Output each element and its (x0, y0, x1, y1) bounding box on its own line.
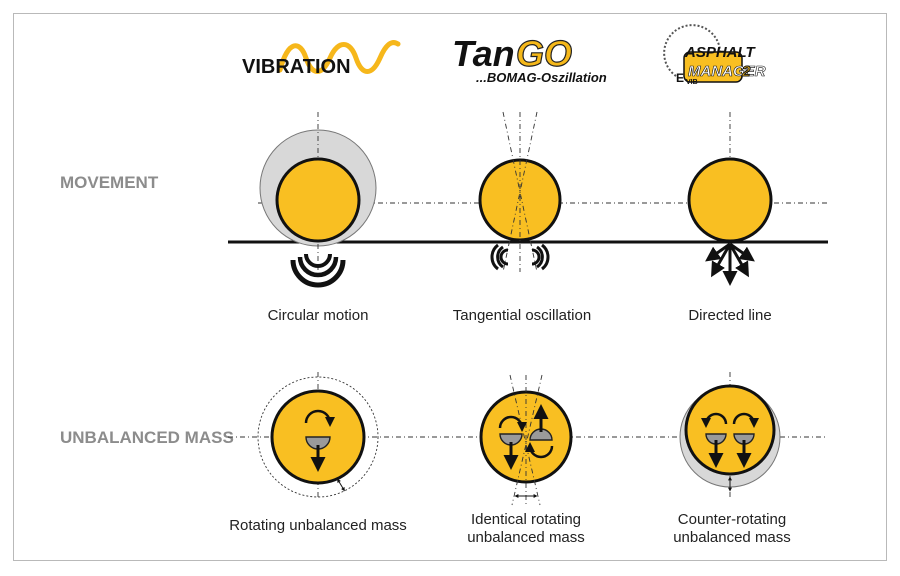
caption-counter-line1: Counter-rotating (678, 511, 786, 528)
identical-mass-group (479, 374, 573, 506)
tango-oscillation-axis-b (502, 111, 538, 273)
asphalt-manager-logo: ASPHALT MANAGER 2 E VIB (663, 24, 766, 86)
rotating-mass-orbit (257, 376, 379, 498)
vibration-drum (275, 157, 361, 243)
tango-logo: Tan GO ...BOMAG-Oszillation (452, 32, 607, 85)
vibration-logo-text: VIBRATION (242, 56, 351, 78)
counter-mass-group (679, 372, 781, 500)
row-label-unbalanced-mass: UNBALANCED MASS (60, 428, 234, 447)
identical-axis-b (511, 374, 543, 506)
tango-waves-icon (490, 243, 550, 271)
caption-tangential-oscillation: Tangential oscillation (453, 307, 591, 324)
row-label-movement: MOVEMENT (60, 173, 159, 192)
rotation-arrow-icon-right (525, 442, 554, 459)
asphalt-manager-vib: VIB (686, 79, 698, 86)
asphalt-manager-text-1: ASPHALT (684, 44, 757, 61)
asphalt-manager-number: 2 (741, 63, 751, 80)
rotation-arrow-icon-left (498, 415, 527, 432)
tango-logo-subtitle: ...BOMAG-Oszillation (476, 70, 607, 85)
diagram-frame (13, 13, 887, 561)
gap-marker-icon (337, 478, 345, 492)
am-drum (687, 157, 773, 243)
vibration-wave-icon (277, 40, 401, 74)
caption-rotating-mass: Rotating unbalanced mass (229, 517, 407, 534)
vibration-waves-icon (290, 253, 346, 288)
vibration-logo: VIBRATION (242, 40, 401, 78)
asphalt-manager-e: E (676, 71, 684, 85)
tango-drum-group (478, 111, 562, 273)
tango-logo-text-b: GO (516, 33, 572, 74)
identical-axis-a (509, 374, 541, 506)
rotating-mass-group (257, 372, 379, 500)
vibration-drum-group (259, 112, 377, 288)
counter-mass-drum (684, 384, 776, 476)
caption-identical-line2: unbalanced mass (467, 529, 585, 546)
asphalt-manager-drum-group (687, 112, 773, 286)
rotation-arrow-icon (304, 409, 335, 427)
caption-identical-line1: Identical rotating (471, 511, 581, 528)
rotation-arrow-icon-right (732, 412, 759, 428)
caption-counter-line2: unbalanced mass (673, 529, 791, 546)
asphalt-manager-text-2: MANAGER (688, 63, 766, 80)
directional-arrows-icon (705, 242, 755, 286)
caption-circular-motion: Circular motion (268, 307, 369, 324)
rotation-arrow-icon-left (701, 412, 728, 428)
caption-directed-line: Directed line (688, 307, 771, 324)
tango-oscillation-axis-a (502, 111, 538, 273)
tango-logo-text-a: Tan (452, 33, 515, 74)
